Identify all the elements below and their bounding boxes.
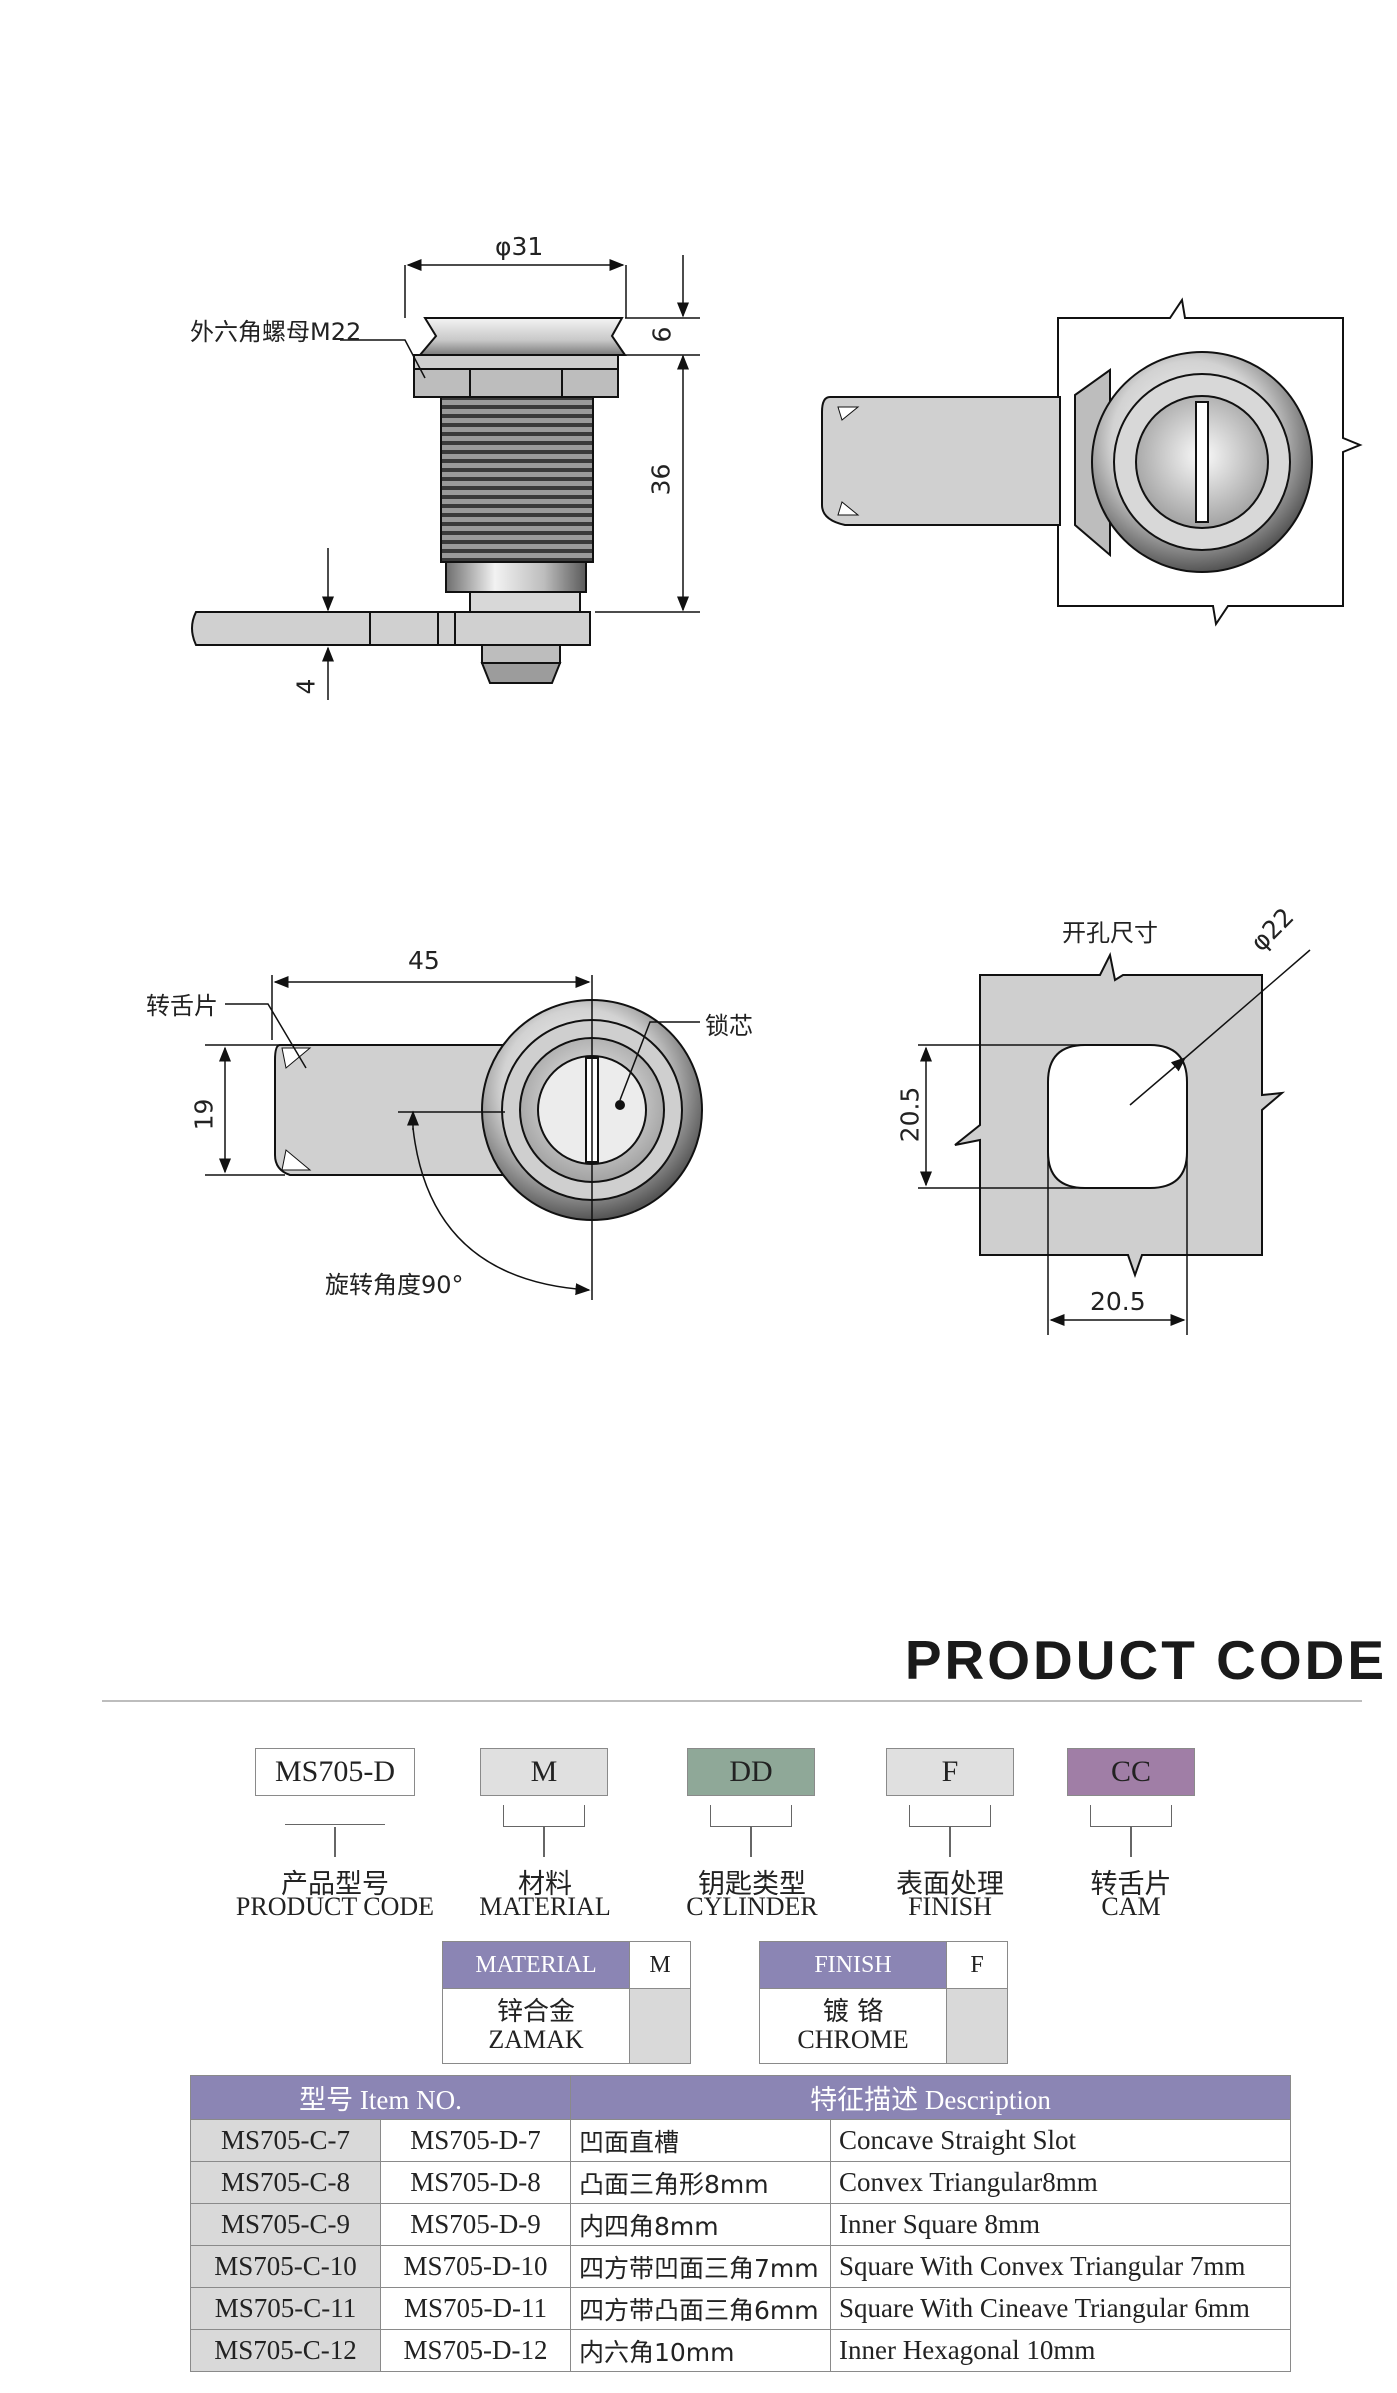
code-finish: F <box>886 1748 1014 1796</box>
desc-en: Concave Straight Slot <box>830 2119 1291 2162</box>
desc-en: Convex Triangular8mm <box>830 2161 1291 2204</box>
desc-cn: 内六角10mm <box>570 2329 831 2372</box>
product-code-title: PRODUCT CODE <box>904 1629 1387 1691</box>
height-20-5-label: 20.5 <box>895 1086 925 1143</box>
item-c: MS705-C-8 <box>190 2161 381 2204</box>
table-row: MS705-C-8 MS705-D-8 凸面三角形8mm Convex Tria… <box>190 2161 1291 2204</box>
code-product: MS705-D <box>255 1748 415 1796</box>
code-cylinder: DD <box>687 1748 815 1796</box>
title-divider <box>102 1700 1362 1702</box>
table-row: MS705-C-9 MS705-D-9 内四角8mm Inner Square … <box>190 2203 1291 2246</box>
caption-product-cn: 产品型号 <box>281 1869 389 1900</box>
material-blank <box>629 1988 691 2064</box>
desc-cn: 四方带凸面三角6mm <box>570 2287 831 2330</box>
caption-finish-en: FINISH <box>908 1892 992 1921</box>
hex-nut-label: 外六角螺母M22 <box>190 318 362 346</box>
material-code: M <box>629 1941 691 1989</box>
item-table: 型号 Item NO. 特征描述 Description MS705-C-7 M… <box>190 2075 1291 2372</box>
description-header: 特征描述 Description <box>570 2075 1291 2120</box>
item-c: MS705-C-9 <box>190 2203 381 2246</box>
item-d: MS705-D-11 <box>380 2287 571 2330</box>
item-d: MS705-D-8 <box>380 2161 571 2204</box>
item-d: MS705-D-9 <box>380 2203 571 2246</box>
material-table: MATERIAL M 锌合金 ZAMAK <box>442 1941 691 2064</box>
desc-cn: 内四角8mm <box>570 2203 831 2246</box>
material-header: MATERIAL <box>442 1941 630 1989</box>
side-view-drawing <box>191 255 700 700</box>
technical-drawings <box>191 255 1363 1335</box>
caption-cam-en: CAM <box>1101 1892 1161 1921</box>
item-c: MS705-C-10 <box>190 2245 381 2288</box>
item-d: MS705-D-7 <box>380 2119 571 2162</box>
caption-finish-cn: 表面处理 <box>896 1869 1004 1900</box>
desc-cn: 凸面三角形8mm <box>570 2161 831 2204</box>
front-view-drawing <box>205 975 703 1300</box>
finish-blank <box>946 1988 1008 2064</box>
caption-cylinder-en: CYLINDER <box>686 1892 818 1921</box>
thickness-4-label: 4 <box>291 678 321 695</box>
finish-en: CHROME <box>797 2025 909 2054</box>
item-c: MS705-C-11 <box>190 2287 381 2330</box>
desc-en: Inner Square 8mm <box>830 2203 1291 2246</box>
hole-size-label: 开孔尺寸 <box>1062 919 1158 947</box>
caption-cylinder-cn: 钥匙类型 <box>698 1869 806 1900</box>
bracket-product <box>285 1805 385 1825</box>
item-c: MS705-C-12 <box>190 2329 381 2372</box>
desc-en: Square With Convex Triangular 7mm <box>830 2245 1291 2288</box>
table-row: MS705-C-10 MS705-D-10 四方带凹面三角7mm Square … <box>190 2245 1291 2288</box>
width-20-5-label: 20.5 <box>1090 1287 1146 1316</box>
finish-code: F <box>946 1941 1008 1989</box>
lock-core-label: 锁芯 <box>705 1012 753 1040</box>
stem-material <box>543 1827 545 1857</box>
height-19-label: 19 <box>189 1098 219 1131</box>
stem-finish <box>949 1827 951 1857</box>
caption-material-cn: 材料 <box>518 1869 572 1900</box>
height-36-label: 36 <box>646 463 676 496</box>
stem-product <box>334 1827 336 1857</box>
desc-cn: 凹面直槽 <box>570 2119 831 2162</box>
caption-material-en: MATERIAL <box>479 1892 611 1921</box>
material-en: ZAMAK <box>488 2025 584 2054</box>
finish-cn: 镀 铬 <box>822 1997 884 2027</box>
table-row: MS705-C-11 MS705-D-11 四方带凸面三角6mm Square … <box>190 2287 1291 2330</box>
bracket-finish <box>909 1805 991 1827</box>
finish-value: 镀 铬 CHROME <box>759 1988 947 2064</box>
code-cam: CC <box>1067 1748 1195 1796</box>
caption-cam-cn: 转舌片 <box>1090 1869 1172 1900</box>
finish-table: FINISH F 镀 铬 CHROME <box>759 1941 1008 2064</box>
desc-en: Inner Hexagonal 10mm <box>830 2329 1291 2372</box>
rotation-angle-label: 旋转角度90° <box>325 1271 464 1299</box>
desc-cn: 四方带凹面三角7mm <box>570 2245 831 2288</box>
item-d: MS705-D-12 <box>380 2329 571 2372</box>
caption-product-en: PRODUCT CODE <box>235 1892 435 1921</box>
height-6-label: 6 <box>647 326 677 343</box>
bracket-cylinder <box>710 1805 792 1827</box>
item-c: MS705-C-7 <box>190 2119 381 2162</box>
bracket-cam <box>1090 1805 1172 1827</box>
item-header: 型号 Item NO. <box>190 2075 571 2120</box>
bracket-material <box>503 1805 585 1827</box>
finish-header: FINISH <box>759 1941 947 1989</box>
diameter-31-label: φ31 <box>495 232 544 261</box>
stem-cam <box>1130 1827 1132 1857</box>
table-row: MS705-C-7 MS705-D-7 凹面直槽 Concave Straigh… <box>190 2119 1291 2162</box>
top-view-drawing <box>821 297 1363 627</box>
item-d: MS705-D-10 <box>380 2245 571 2288</box>
cam-label: 转舌片 <box>146 992 218 1020</box>
material-cn: 锌合金 <box>496 1997 575 2027</box>
panel-cutout-drawing <box>918 949 1311 1335</box>
material-value: 锌合金 ZAMAK <box>442 1988 630 2064</box>
table-row: MS705-C-12 MS705-D-12 内六角10mm Inner Hexa… <box>190 2329 1291 2372</box>
width-45-label: 45 <box>408 946 440 975</box>
stem-cylinder <box>750 1827 752 1857</box>
desc-en: Square With Cineave Triangular 6mm <box>830 2287 1291 2330</box>
code-material: M <box>480 1748 608 1796</box>
